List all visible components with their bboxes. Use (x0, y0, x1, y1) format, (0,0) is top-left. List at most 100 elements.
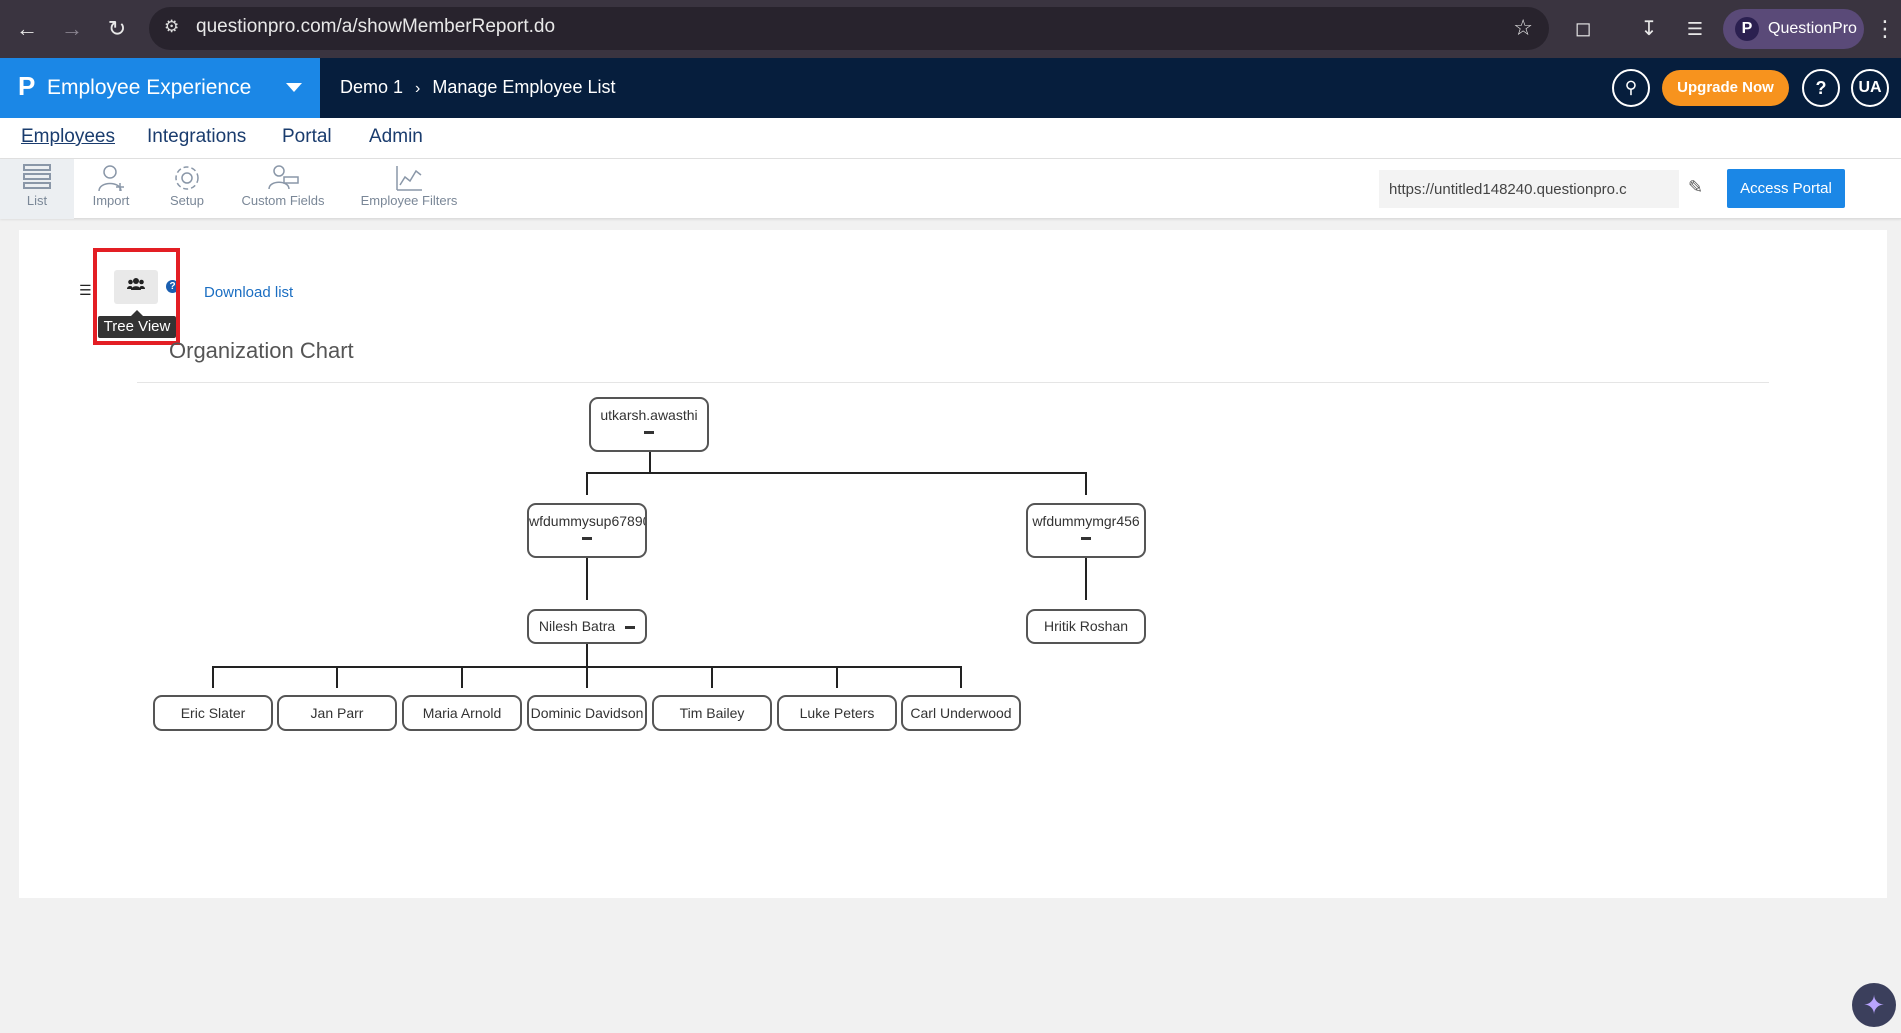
node-label: utkarsh.awasthi (600, 407, 698, 423)
org-node-employee[interactable]: Luke Peters (777, 695, 897, 731)
bookmark-star-icon[interactable]: ☆ (1513, 15, 1533, 40)
collapse-icon[interactable] (644, 430, 654, 434)
add-user-icon (76, 159, 146, 193)
connector-line (461, 666, 463, 688)
collapse-icon[interactable] (582, 536, 592, 540)
chevron-down-icon[interactable] (286, 83, 302, 92)
connector-line (586, 558, 588, 600)
chart-filter-icon (354, 159, 464, 193)
tab-admin[interactable]: Admin (369, 126, 423, 147)
node-label: Nilesh Batra (538, 618, 616, 634)
search-icon[interactable]: ⚲ (1612, 69, 1650, 107)
address-bar[interactable]: ⚙ ☆ (149, 7, 1549, 50)
toolbar-custom-fields[interactable]: Custom Fields (236, 159, 330, 219)
portal-url-field[interactable] (1379, 170, 1679, 208)
profile-avatar: P (1735, 17, 1759, 41)
highlight-box (93, 248, 180, 345)
connector-line (1085, 558, 1087, 600)
connector-line (960, 666, 962, 688)
org-node-manager[interactable]: wfdummysup67890 (527, 503, 647, 558)
url-text[interactable]: questionpro.com/a/showMemberReport.do (196, 16, 556, 37)
breadcrumb-current: Manage Employee List (432, 77, 616, 97)
app-header: P Employee Experience Demo 1 › Manage Empl… (0, 58, 1901, 118)
org-node-manager[interactable]: wfdummymgr456 (1026, 503, 1146, 558)
edit-pencil-icon[interactable]: ✎ (1688, 177, 1704, 197)
access-portal-button[interactable]: Access Portal (1727, 169, 1845, 208)
toolbar-setup[interactable]: Setup (150, 159, 224, 219)
org-node-employee[interactable]: Eric Slater (153, 695, 273, 731)
list-icon (0, 159, 74, 193)
connector-line (649, 450, 651, 472)
breadcrumb: Demo 1 › Manage Employee List (340, 77, 615, 98)
node-label: Maria Arnold (422, 705, 502, 721)
tab-employees[interactable]: Employees (21, 126, 115, 147)
page-title: Organization Chart (169, 338, 354, 363)
node-label: Dominic Davidson (530, 705, 644, 721)
profile-name: QuestionPro (1768, 20, 1857, 37)
download-icon[interactable]: ↧ (1640, 18, 1658, 40)
media-icon[interactable]: ☰ (1686, 19, 1704, 39)
connector-line (586, 472, 1087, 474)
connector-line (336, 666, 338, 688)
org-node-employee[interactable]: Maria Arnold (402, 695, 522, 731)
tree-view-button[interactable] (114, 270, 158, 304)
breadcrumb-demo[interactable]: Demo 1 (340, 77, 404, 97)
org-node-employee[interactable]: Carl Underwood (901, 695, 1021, 731)
toolbar-employee-filters-label: Employee Filters (360, 193, 458, 208)
profile-chip[interactable]: P QuestionPro (1723, 9, 1864, 49)
toolbar-list-label: List (26, 193, 48, 208)
org-node-employee[interactable]: Jan Parr (277, 695, 397, 731)
divider (137, 382, 1769, 383)
site-info-icon[interactable]: ⚙ (164, 17, 180, 36)
toolbar-employee-filters[interactable]: Employee Filters (354, 159, 464, 219)
org-node-employee[interactable]: Dominic Davidson (527, 695, 647, 731)
node-label: wfdummymgr456 (1032, 513, 1140, 529)
gear-icon (150, 159, 224, 193)
forward-icon[interactable]: → (61, 16, 83, 41)
node-label: Eric Slater (180, 705, 246, 721)
org-node-root[interactable]: utkarsh.awasthi (589, 397, 709, 452)
extensions-icon[interactable]: ◻ (1574, 18, 1592, 40)
connector-line (836, 666, 838, 688)
connector-line (711, 666, 713, 688)
product-switcher[interactable]: P Employee Experience (0, 58, 320, 118)
user-avatar[interactable]: UA (1851, 69, 1889, 107)
node-label: wfdummysup67890 (529, 513, 647, 529)
list-view-icon[interactable]: ☰ (79, 282, 92, 298)
toolbar-import-label: Import (92, 193, 130, 208)
browser-toolbar: ← → ↻ ⚙ ☆ questionpro.com/a/showMemberRe… (0, 0, 1901, 58)
toolbar-custom-fields-label: Custom Fields (241, 193, 325, 208)
tab-portal[interactable]: Portal (282, 126, 332, 147)
org-node-lead[interactable]: Nilesh Batra (527, 609, 647, 644)
users-icon (127, 278, 145, 290)
download-list-link[interactable]: Download list (204, 284, 294, 301)
node-label: Hritik Roshan (1043, 618, 1129, 634)
custom-fields-icon (236, 159, 330, 193)
toolbar-import[interactable]: Import (76, 159, 146, 219)
help-circle-icon[interactable]: ? (166, 280, 179, 293)
questionpro-logo-icon: P (18, 71, 36, 101)
org-node-employee[interactable]: Tim Bailey (652, 695, 772, 731)
node-label: Carl Underwood (910, 705, 1012, 721)
reload-icon[interactable]: ↻ (107, 16, 127, 41)
tab-integrations[interactable]: Integrations (147, 126, 247, 147)
breadcrumb-separator-icon: › (415, 80, 421, 97)
main-card: ☰ ? Tree View Download list Organization… (19, 230, 1887, 898)
node-label: Tim Bailey (679, 705, 745, 721)
node-label: Luke Peters (799, 705, 875, 721)
toolbar-list[interactable]: List (0, 159, 74, 219)
product-name: Employee Experience (47, 76, 252, 99)
org-node-lead[interactable]: Hritik Roshan (1026, 609, 1146, 644)
connector-line (586, 666, 588, 688)
tree-view-tooltip: Tree View (98, 310, 176, 338)
ai-assistant-sparkle-icon[interactable]: ✦ (1852, 983, 1896, 1027)
upgrade-button[interactable]: Upgrade Now (1662, 70, 1789, 106)
toolbar-setup-label: Setup (170, 193, 204, 208)
collapse-icon[interactable] (1081, 536, 1091, 540)
connector-line (1085, 472, 1087, 495)
help-icon[interactable]: ? (1802, 69, 1840, 107)
menu-dots-icon[interactable]: ⋮ (1874, 16, 1896, 41)
connector-line (586, 644, 588, 666)
collapse-icon[interactable] (625, 625, 636, 629)
back-icon[interactable]: ← (16, 16, 38, 41)
